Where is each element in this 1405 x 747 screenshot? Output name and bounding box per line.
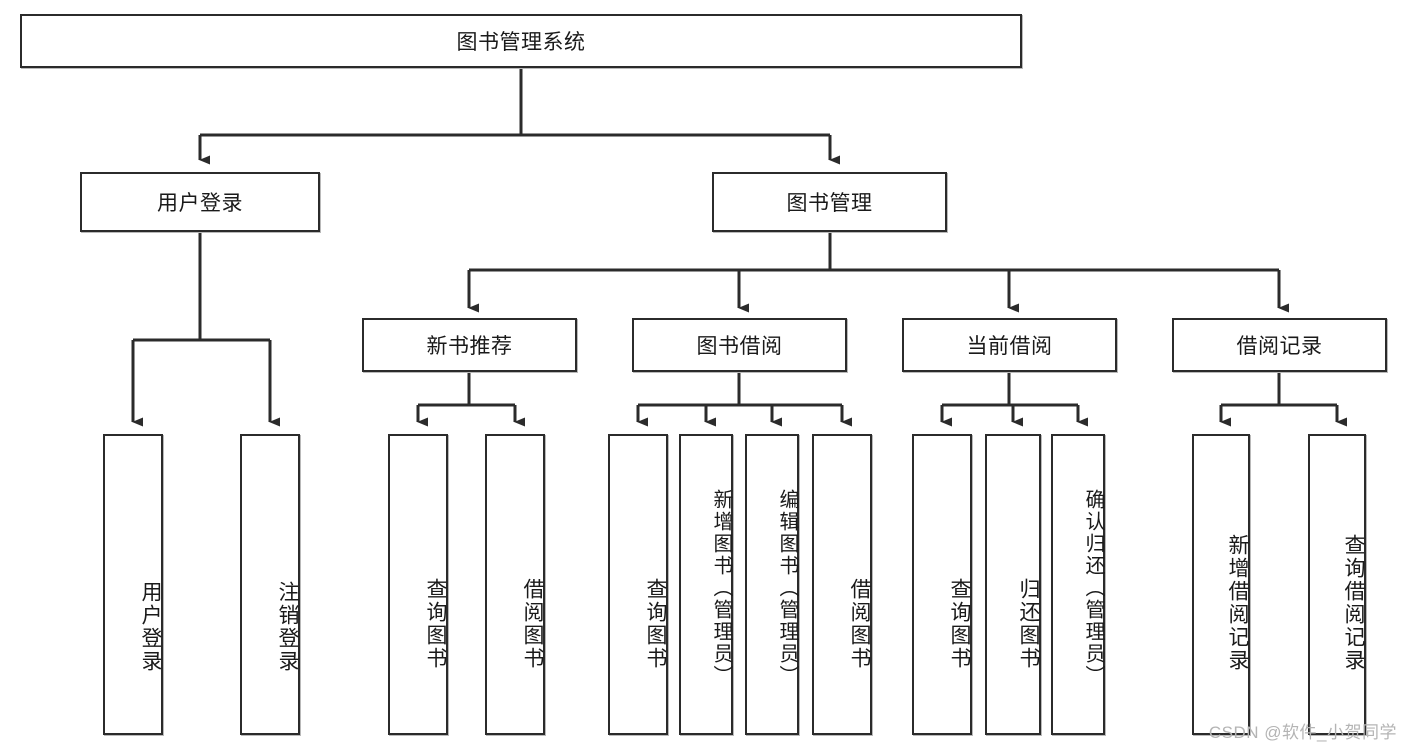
node-leaf-borrow-book-nbr[interactable]: 借阅图书	[485, 434, 545, 735]
node-current-borrow-label: 当前借阅	[966, 335, 1053, 358]
node-user-login[interactable]: 用户登录	[80, 172, 320, 232]
node-borrow-record-label: 借阅记录	[1236, 335, 1323, 358]
node-leaf-user-login-label: 用户登录	[139, 581, 162, 673]
watermark: CSDN @软件_小贺同学	[1208, 723, 1397, 742]
node-new-book-recommend[interactable]: 新书推荐	[362, 318, 577, 372]
node-user-login-label: 用户登录	[157, 192, 243, 215]
node-current-borrow[interactable]: 当前借阅	[902, 318, 1117, 372]
node-leaf-borrow-book-bb[interactable]: 借阅图书	[812, 434, 872, 735]
node-leaf-edit-book[interactable]: 编辑图书（管理员）	[745, 434, 799, 735]
node-leaf-add-book[interactable]: 新增图书（管理员）	[679, 434, 733, 735]
node-leaf-confirm-return[interactable]: 确认归还（管理员）	[1051, 434, 1105, 735]
node-leaf-return-book[interactable]: 归还图书	[985, 434, 1041, 735]
node-leaf-add-borrow-record[interactable]: 新增借阅记录	[1192, 434, 1250, 735]
node-leaf-query-book-bb-label: 查询图书	[644, 577, 667, 670]
node-leaf-user-login[interactable]: 用户登录	[103, 434, 163, 735]
node-leaf-logout-login-label: 注销登录	[276, 581, 299, 673]
node-leaf-query-book-bb[interactable]: 查询图书	[608, 434, 668, 735]
node-book-borrow[interactable]: 图书借阅	[632, 318, 847, 372]
node-leaf-borrow-book-nbr-label: 借阅图书	[521, 577, 544, 670]
node-leaf-query-book-nbr[interactable]: 查询图书	[388, 434, 448, 735]
node-leaf-confirm-return-label: 确认归还（管理员）	[1082, 488, 1104, 687]
node-leaf-edit-book-label: 编辑图书（管理员）	[776, 488, 798, 687]
node-leaf-query-book-nbr-label: 查询图书	[424, 577, 447, 670]
node-leaf-query-book-cb[interactable]: 查询图书	[912, 434, 972, 735]
node-borrow-record[interactable]: 借阅记录	[1172, 318, 1387, 372]
node-leaf-query-borrow-record[interactable]: 查询借阅记录	[1308, 434, 1366, 735]
node-root[interactable]: 图书管理系统	[20, 14, 1022, 68]
node-book-borrow-label: 图书借阅	[696, 335, 783, 358]
node-leaf-add-borrow-record-label: 新增借阅记录	[1226, 533, 1249, 672]
node-leaf-return-book-label: 归还图书	[1017, 577, 1040, 670]
node-book-manage-label: 图书管理	[786, 192, 873, 215]
node-leaf-logout-login[interactable]: 注销登录	[240, 434, 300, 735]
node-root-label: 图书管理系统	[456, 31, 586, 54]
node-leaf-query-book-cb-label: 查询图书	[948, 577, 971, 670]
node-leaf-borrow-book-bb-label: 借阅图书	[848, 577, 871, 670]
node-leaf-query-borrow-record-label: 查询借阅记录	[1342, 533, 1365, 672]
node-new-book-recommend-label: 新书推荐	[426, 335, 513, 358]
node-book-manage[interactable]: 图书管理	[712, 172, 947, 232]
node-leaf-add-book-label: 新增图书（管理员）	[710, 488, 732, 687]
